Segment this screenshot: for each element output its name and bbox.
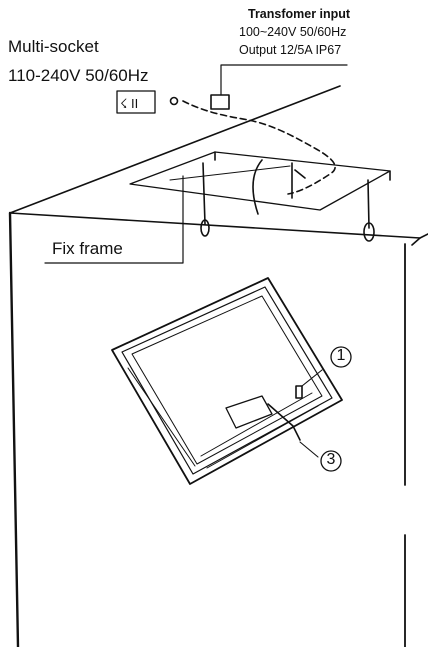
transformer-leader-line [220,64,348,96]
transformer-output-spec: Output 12/5A IP67 [239,43,342,57]
suspension-wire-right [367,179,370,229]
callout-3: 3 [326,451,336,468]
fix-frame-drawing [129,151,391,211]
multi-socket-spec: 110-240V 50/60Hz [8,66,149,85]
cable-tab [294,169,306,179]
transformer-title: Transfomer input [248,7,351,21]
suspension-wire-left [202,162,206,225]
ceiling-front-edge [9,212,421,239]
socket-symbol-icon: ☇ II [120,96,138,111]
suspension-loop-right [363,222,375,242]
panel-cable [267,403,301,441]
callout-circle-3 [320,450,342,472]
multi-socket-title: Multi-socket [8,37,99,56]
frame-cable [252,159,263,215]
led-panel [111,277,343,485]
callout-1-leader [301,369,323,387]
cable-run [182,100,336,195]
ceiling-back-edge [9,85,341,214]
panel-connector-1 [295,385,303,399]
callout-circle-1 [330,346,352,368]
left-wall-edge [8,211,20,647]
plug-icon [169,96,179,106]
panel-driver-box [225,395,273,429]
transformer-box [210,94,230,110]
transformer-input-spec: 100~240V 50/60Hz [239,25,347,39]
ceiling-right-edge [411,233,428,246]
fix-frame-label: Fix frame [52,239,123,258]
socket-outlet-box [116,90,156,114]
fix-frame-leader-line [44,175,184,264]
suspension-loop-left [200,219,210,237]
callout-1: 1 [336,347,346,364]
callout-3-leader [299,441,319,458]
